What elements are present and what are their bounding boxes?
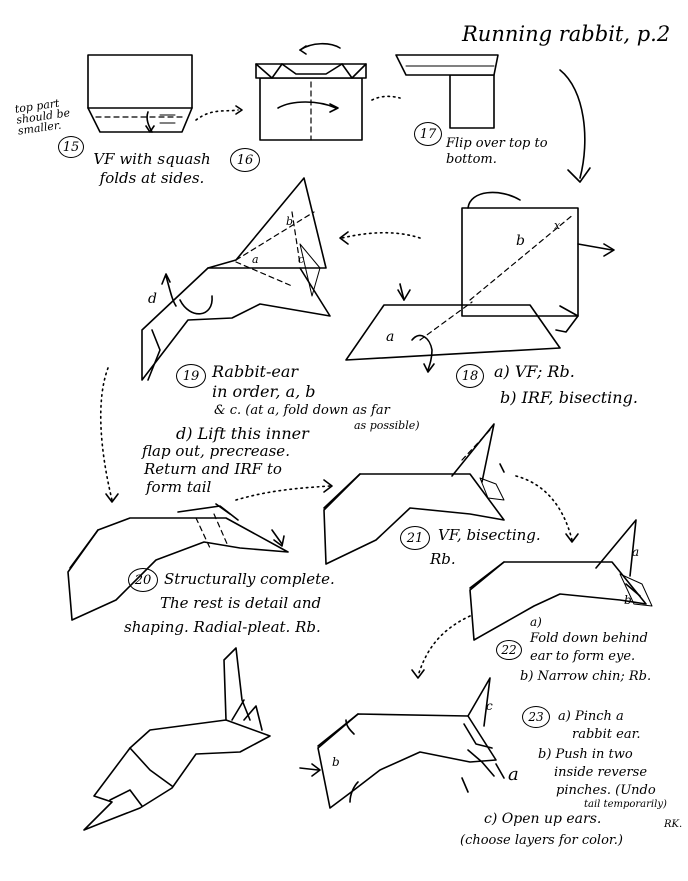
step-22-number: 22 — [496, 640, 522, 660]
step-18-drawing — [345, 191, 615, 373]
step-23-line8: (choose layers for color.) — [460, 833, 623, 848]
signature: RK. — [664, 819, 683, 830]
step-21-line2: Rb. — [430, 550, 456, 568]
step-17-drawing — [395, 54, 591, 183]
step-15-text: VF with squash folds at sides. — [93, 150, 211, 187]
step-21-drawing — [323, 423, 505, 565]
step-22-line3: ear to form eye. — [530, 649, 636, 664]
step-23-line3: b) Push in two — [538, 747, 633, 762]
step-22-line1: a) — [530, 615, 542, 629]
step-19-line3: & c. (at a, fold down as far — [214, 403, 390, 418]
label-a: a — [386, 329, 395, 345]
finished-rabbit-drawing — [83, 647, 271, 831]
step-22-line2: Fold down behind — [530, 631, 648, 646]
step-21-line1: VF, bisecting. — [438, 526, 541, 544]
step-19-line4: d) Lift this inner — [176, 424, 309, 443]
step-22-line4: b) Narrow chin; Rb. — [520, 669, 652, 684]
label-a-22: a — [632, 545, 640, 559]
step-19-line2: in order, a, b — [212, 382, 316, 401]
page-title: Running rabbit, p.2 — [462, 22, 671, 46]
step-19-number: 19 — [176, 364, 206, 388]
label-c-19: c — [298, 253, 305, 266]
step-16-drawing — [255, 42, 367, 141]
label-a-23: a — [508, 764, 519, 785]
step-16-number: 16 — [230, 148, 260, 172]
step-19-line1: Rabbit-ear — [212, 362, 299, 381]
label-x: x — [554, 219, 561, 232]
step-18-number: 18 — [456, 364, 484, 388]
label-c-23: c — [486, 699, 493, 713]
step-17-number: 17 — [414, 122, 442, 146]
step-22-drawing — [469, 519, 653, 641]
step-20-line2: The rest is detail and — [160, 594, 322, 612]
step-23-drawing — [299, 677, 505, 809]
step-23-line1: a) Pinch a — [558, 709, 624, 724]
step-21-number: 21 — [400, 526, 430, 550]
step-18-text-b: b) IRF, bisecting. — [500, 388, 638, 407]
step-23-line2: rabbit ear. — [572, 727, 641, 742]
step-23-number: 23 — [522, 706, 550, 728]
step-15-number: 15 — [58, 136, 84, 158]
label-b-23: b — [332, 755, 340, 769]
step-23-line5: pinches. (Undo — [556, 783, 656, 798]
step-19-drawing — [141, 177, 331, 381]
step-23-line7: c) Open up ears. — [484, 811, 602, 827]
step-19-line5: flap out, precrease. — [142, 442, 290, 460]
step-19-line6: Return and IRF to — [144, 460, 282, 478]
step-18-text-a: a) VF; Rb. — [494, 362, 575, 381]
label-b-19: b — [286, 215, 294, 228]
step-20-number: 20 — [128, 568, 158, 592]
step-23-line4: inside reverse — [554, 765, 648, 780]
label-b: b — [516, 233, 525, 249]
step-19-line3b: as possible) — [354, 419, 420, 432]
step-23-line6: tail temporarily) — [584, 799, 667, 810]
step-15-drawing — [87, 54, 193, 133]
label-d: d — [148, 291, 157, 307]
step-20-drawing — [67, 503, 289, 621]
step-17-text: Flip over top to bottom. — [446, 136, 548, 168]
step-19-line7: form tail — [146, 478, 212, 496]
label-a-19: a — [252, 253, 259, 266]
step-20-line1: Structurally complete. — [164, 570, 335, 588]
label-b-22: b — [624, 593, 632, 607]
step-20-line3: shaping. Radial-pleat. Rb. — [124, 618, 321, 636]
